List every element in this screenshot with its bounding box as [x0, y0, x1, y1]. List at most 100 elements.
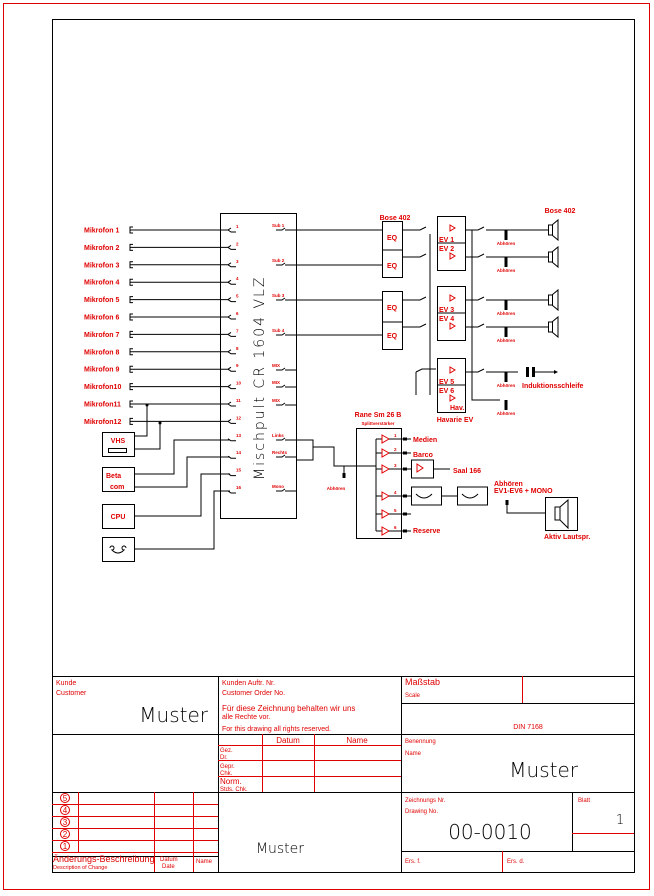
vhs-box: [102, 432, 135, 457]
drawing-no-label: Drawing No.: [405, 809, 438, 815]
abhoren-label: Abhören: [497, 311, 516, 316]
channel-number: 5: [394, 508, 397, 513]
cpu-label: CPU: [111, 514, 126, 521]
mixer-output-label: Rechts: [272, 450, 288, 455]
sources: VHS Beta com CPU: [102, 403, 230, 562]
revision-number: 1: [63, 842, 68, 851]
gez-label: Gez.: [220, 748, 233, 754]
chk-label: Chk.: [220, 771, 233, 777]
mixer-output-label: Sub 4: [272, 328, 285, 333]
mixer-output-jack: [276, 454, 296, 458]
mic-line: [129, 243, 232, 251]
vhs-label: VHS: [111, 438, 126, 445]
speaker-icon: [548, 224, 553, 236]
mixer-input-jack: [227, 246, 236, 250]
revision-number: 5: [63, 794, 68, 803]
mixer-title: Mischpult CR 1604 VLZ: [252, 276, 268, 480]
revision-circle: [60, 817, 70, 827]
mixer-output-jack: [276, 488, 296, 492]
tape-icon: [109, 545, 127, 554]
desc-change-label: Description of Change: [53, 865, 107, 871]
mixer-input-jack: [227, 229, 236, 233]
rights-de1: Für diese Zeichnung behalten wir uns: [222, 704, 355, 713]
splitter-subtitle: Splittverstärker: [361, 421, 394, 426]
monitor-speaker: Abhören EV1-EV6 + MONO Aktiv Lautspr.: [494, 481, 590, 541]
splitter: Rane Sm 26 B Splittverstärker Abhören 12…: [296, 412, 488, 539]
mixer-input-number: 9: [236, 363, 239, 368]
amp-triangle-icon: [381, 464, 391, 474]
mixer: Mischpult CR 1604 VLZ 123456789101112131…: [220, 213, 297, 519]
mic-line: [129, 365, 232, 373]
eq-section: Bose 402 EQ EQ EQ EQ: [285, 215, 436, 395]
mixer-input-jack: [227, 386, 236, 390]
mixer-input-jack: [227, 333, 236, 337]
mixer-output-jack: [276, 384, 296, 388]
mic-label: Mikrofon 4: [84, 280, 119, 287]
drawing-number: 00-0010: [448, 820, 532, 844]
splitter-title: Rane Sm 26 B: [355, 412, 402, 419]
mixer-box: [220, 213, 297, 519]
gepr-label: Gepr.: [220, 764, 235, 770]
massstab-label: Maßstab: [405, 677, 440, 687]
name-value: Muster: [509, 758, 578, 782]
hav-label: Hav.: [450, 405, 464, 412]
speaker-cone: [551, 218, 559, 242]
mixer-output-jack: [276, 367, 296, 371]
channel-number: 6: [394, 525, 397, 530]
eq-3: EQ: [387, 305, 398, 312]
mixer-input-jack: [227, 351, 236, 355]
amp-triangle-icon: [381, 448, 391, 458]
blatt-value: 1: [616, 813, 624, 828]
drawing-frame: [52, 19, 635, 873]
cassette-icon: [108, 448, 127, 453]
mic-line: [129, 296, 232, 304]
name2-label: Name: [196, 859, 213, 865]
mic-label: Mikrofon 6: [84, 315, 119, 322]
connector: [403, 494, 407, 498]
mic-label: Mikrofon 8: [84, 349, 119, 356]
speaker-icon: [548, 251, 553, 263]
mic-label: Mikrofon 2: [84, 245, 119, 252]
datum-header: Datum: [276, 736, 300, 745]
mixer-input-jack: [227, 420, 236, 424]
outer-border: [3, 3, 650, 890]
ev4-label: EV 4: [439, 316, 454, 323]
mixer-input-number: 15: [236, 468, 242, 473]
speaker-cone: [551, 245, 559, 269]
din-label: DIN 7168: [513, 724, 543, 731]
barco-label: Barco: [413, 452, 433, 459]
speaker-cone: [551, 288, 559, 312]
abhoren-label: Abhören: [327, 486, 346, 491]
kunde-label: Kunde: [56, 680, 76, 687]
amp-triangle-icon: [381, 526, 391, 536]
connector: [403, 529, 407, 533]
channel-number: 1: [394, 433, 397, 438]
mic-line: [129, 383, 232, 391]
mixer-input-number: 6: [236, 311, 239, 316]
mixer-input-number: 13: [236, 433, 242, 438]
speaker-cone: [551, 315, 559, 339]
mixer-input-jack: [227, 264, 236, 268]
name-label: Name: [405, 751, 422, 757]
eq-4: EQ: [387, 333, 398, 340]
mixer-output-jack: [276, 437, 296, 441]
mic-label: Mikrofon 7: [84, 332, 119, 339]
mic-label: Mikrofon 3: [84, 262, 119, 269]
ers-f-label: Ers. f.: [405, 859, 421, 865]
amp-triangle-icon: [381, 434, 391, 444]
revision-number: 4: [63, 806, 68, 815]
mixer-input-number: 8: [236, 346, 239, 351]
zeichnungs-label: Zeichnungs Nr.: [405, 798, 446, 804]
mixer-input-jack: [227, 299, 236, 303]
datum2-label: Datum: [160, 857, 178, 863]
revision-circle: [60, 829, 70, 839]
scale-label: Scale: [405, 693, 421, 699]
rights-de2: alle Rechte vor.: [222, 714, 270, 721]
mixer-input-number: 3: [236, 259, 239, 264]
speakers: Bose 402 Induktionsschleife: [522, 208, 584, 390]
customer-value: Muster: [139, 703, 208, 727]
mixer-input-number: 4: [236, 276, 239, 281]
abhoren-label: Abhören: [497, 411, 516, 416]
mic-line: [129, 417, 232, 425]
